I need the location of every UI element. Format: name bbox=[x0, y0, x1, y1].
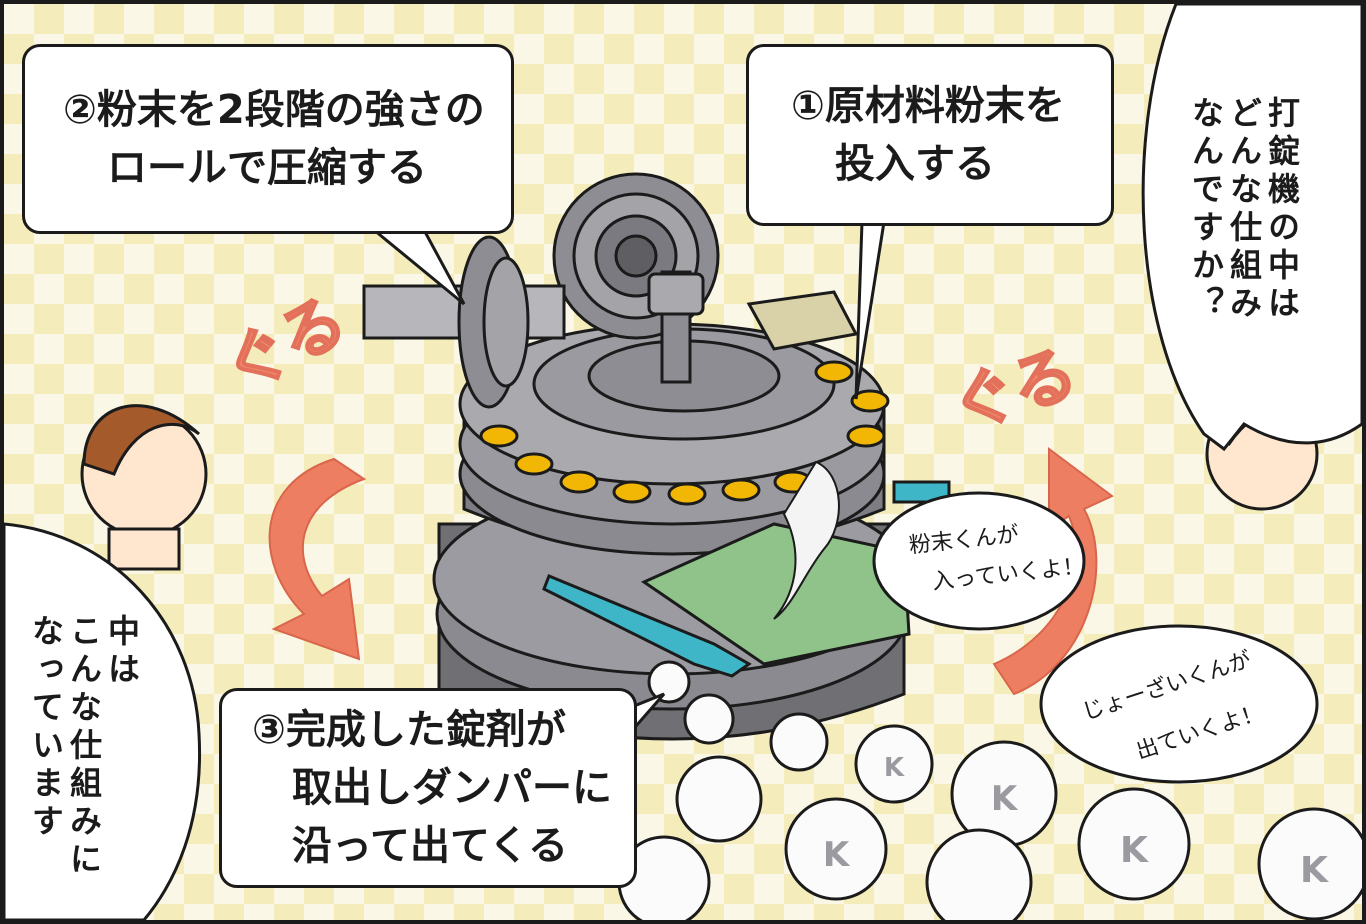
caption-step-2: ②粉末を2段階の強さの ロールで圧縮する bbox=[22, 44, 514, 234]
caption-step-2-line-1: ②粉末を2段階の強さの bbox=[63, 87, 485, 133]
visitor-speech-bubble bbox=[1141, 4, 1362, 452]
tablet-press-machine bbox=[362, 172, 951, 741]
caption-step-3-line-3: 沿って出てくる bbox=[292, 823, 568, 869]
caption-step-1-line-1: ①原材料粉末を bbox=[791, 83, 1065, 129]
visitor-speech-col-2: どんな仕組み bbox=[1225, 96, 1263, 324]
caption-step-2-line-2: ロールで圧縮する bbox=[107, 145, 427, 191]
visitor-speech-col-3: なんですか？ bbox=[1187, 96, 1225, 324]
guide-speech-col-2: こんな仕組みに bbox=[65, 614, 103, 880]
tablet-marks: K K K K K bbox=[823, 753, 1329, 891]
caption-step-1-line-2: 投入する bbox=[835, 141, 995, 187]
guide-speech-bubble bbox=[4, 522, 202, 920]
tablet-k-mark: K bbox=[884, 753, 905, 783]
tablet-k-mark: K bbox=[1300, 850, 1329, 891]
tablet-k-mark: K bbox=[1120, 830, 1149, 871]
tablets-speech-bubble bbox=[1039, 624, 1319, 784]
tablet-k-mark: K bbox=[991, 779, 1019, 819]
caption-step-3-line-1: ③完成した錠剤が bbox=[252, 707, 566, 753]
caption-step-3-line-2: 取出しダンパーに bbox=[292, 765, 612, 811]
guide-speech-col-1: 中は bbox=[103, 614, 141, 690]
powder-speech-bubble bbox=[872, 491, 1086, 631]
guide-speech-col-3: なっています bbox=[27, 614, 65, 842]
caption-step-3: ③完成した錠剤が 取出しダンパーに 沿って出てくる bbox=[219, 688, 637, 888]
caption-step-1: ①原材料粉末を 投入する bbox=[746, 44, 1114, 226]
rotation-arrow-left bbox=[268, 457, 367, 661]
tablets bbox=[617, 660, 1362, 920]
guide-character bbox=[80, 404, 208, 571]
tablet-k-mark: K bbox=[823, 835, 851, 875]
machine-scene: K K K K K bbox=[4, 4, 1362, 920]
rotation-arrow-right bbox=[992, 447, 1114, 696]
visitor-speech-col-1: 打錠機の中は bbox=[1263, 96, 1301, 324]
